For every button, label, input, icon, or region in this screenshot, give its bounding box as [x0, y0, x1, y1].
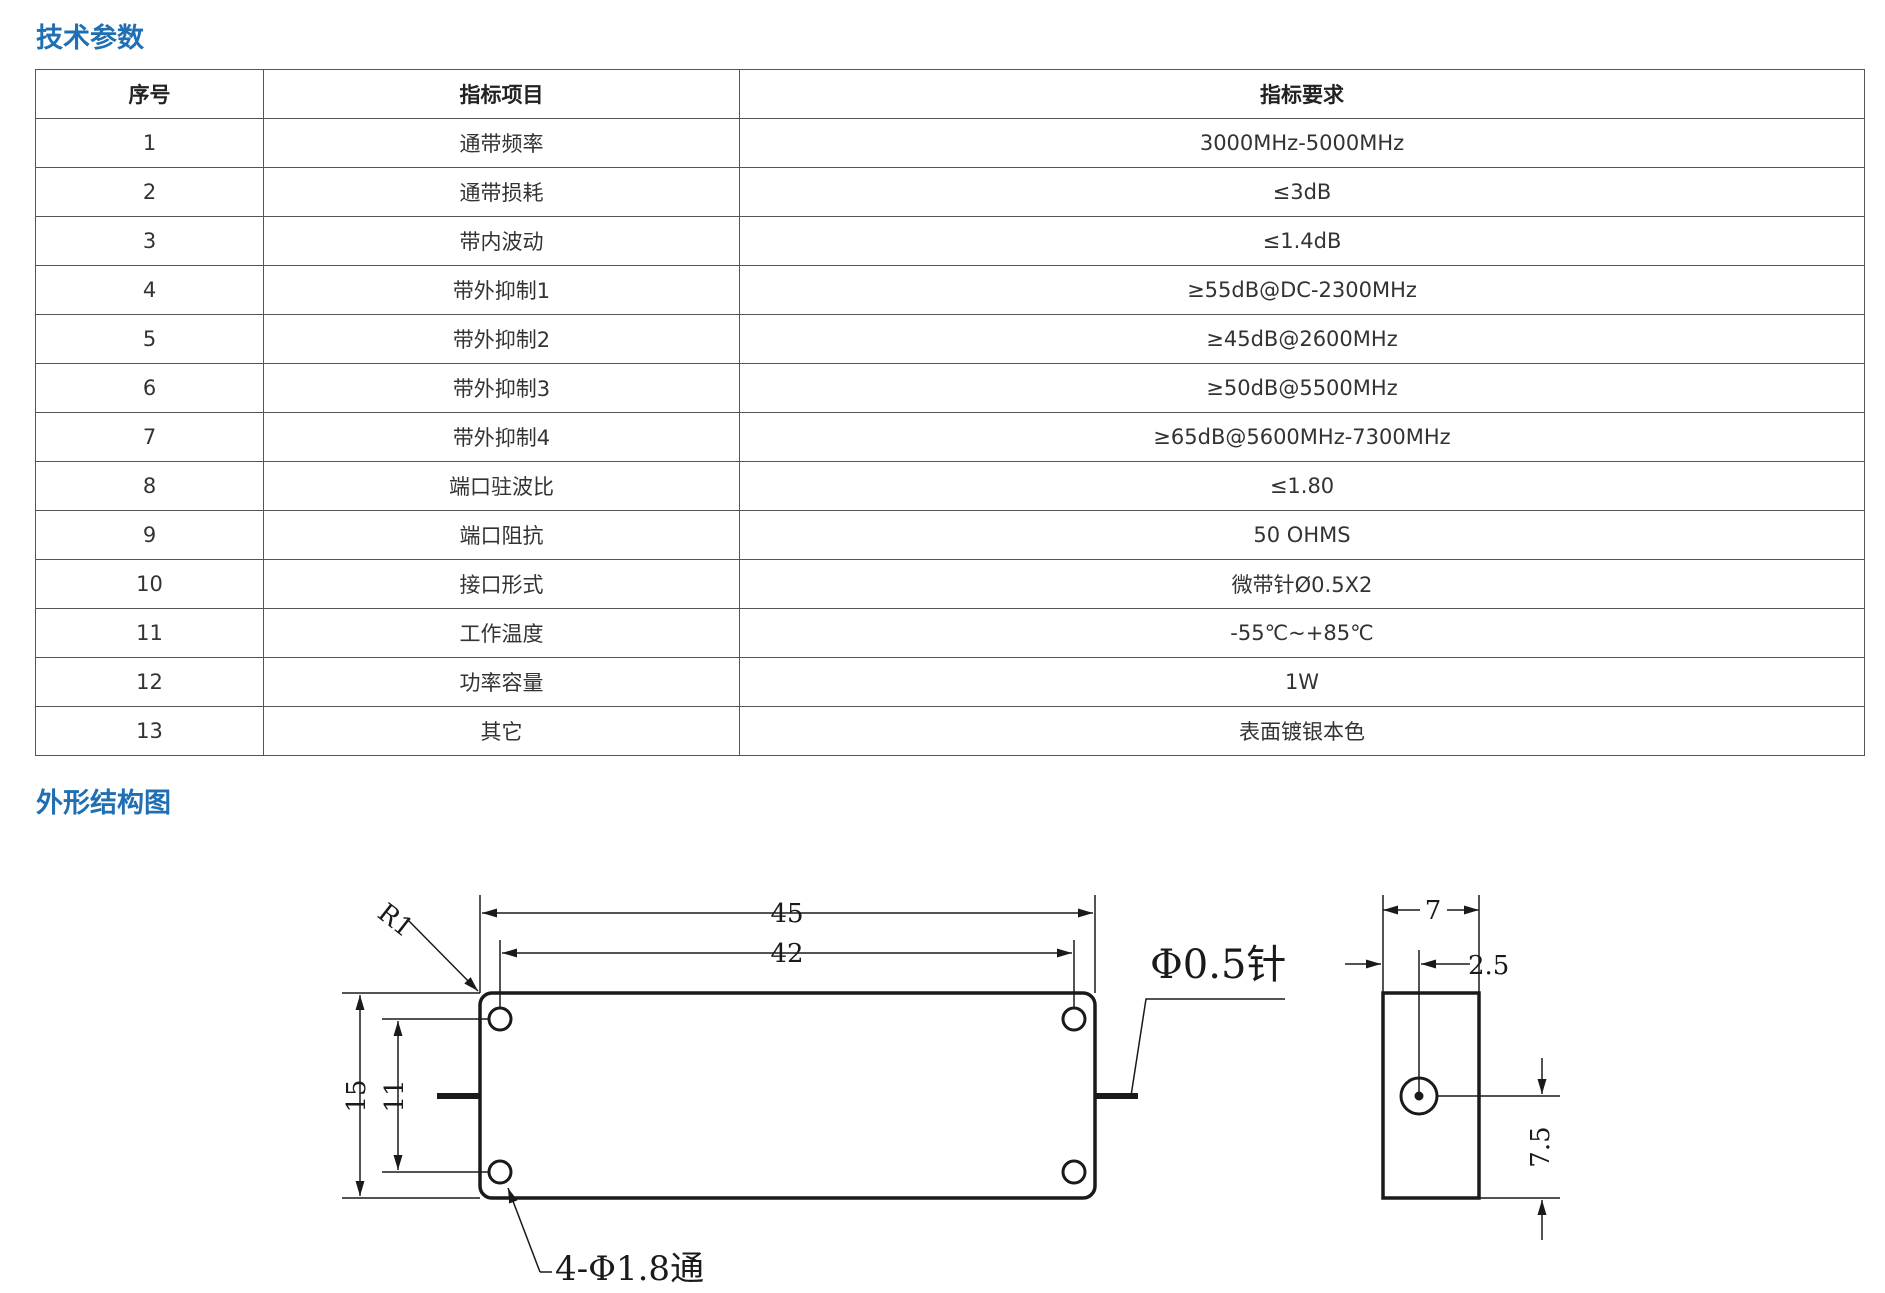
cell-index: 10 [35, 559, 264, 609]
pin-leader [1130, 998, 1285, 1097]
cell-item: 带外抑制4 [263, 412, 740, 462]
filter-body [478, 991, 1097, 1200]
cell-index: 12 [35, 657, 264, 707]
cell-item: 功率容量 [263, 657, 740, 707]
mounting-hole [487, 1159, 513, 1185]
cell-item: 带外抑制3 [263, 363, 740, 413]
cell-index: 8 [35, 461, 264, 511]
cell-requirement: 微带针Ø0.5X2 [739, 559, 1865, 609]
cell-requirement: ≤1.80 [739, 461, 1865, 511]
cell-requirement: ≥45dB@2600MHz [739, 314, 1865, 364]
cell-index: 4 [35, 265, 264, 315]
label-r1: R1 [372, 898, 419, 944]
section-title-drawing: 外形结构图 [36, 788, 171, 819]
mounting-hole [1061, 1159, 1087, 1185]
cell-item: 通带损耗 [263, 167, 740, 217]
cell-requirement: -55℃~+85℃ [739, 608, 1865, 658]
header-requirement: 指标要求 [739, 69, 1865, 119]
cell-index: 5 [35, 314, 264, 364]
label-pin-note: Φ0.5针 [1150, 942, 1286, 988]
cell-requirement: ≤1.4dB [739, 216, 1865, 266]
header-item: 指标项目 [263, 69, 740, 119]
cell-requirement: ≥65dB@5600MHz-7300MHz [739, 412, 1865, 462]
cell-index: 11 [35, 608, 264, 658]
label-42: 42 [770, 939, 803, 969]
cell-item: 带外抑制1 [263, 265, 740, 315]
cell-item: 通带频率 [263, 118, 740, 168]
cell-item: 接口形式 [263, 559, 740, 609]
mounting-hole [487, 1006, 513, 1032]
header-index: 序号 [35, 69, 264, 119]
cell-index: 7 [35, 412, 264, 462]
section-title-specs: 技术参数 [36, 23, 144, 54]
cell-item: 带外抑制2 [263, 314, 740, 364]
cell-item: 其它 [263, 706, 740, 756]
label-11: 11 [380, 1079, 410, 1112]
label-15: 15 [342, 1079, 372, 1112]
cell-requirement: ≤3dB [739, 167, 1865, 217]
label-2.5: 2.5 [1468, 951, 1509, 981]
cell-index: 1 [35, 118, 264, 168]
radius-leader [407, 919, 479, 992]
label-7: 7 [1425, 896, 1442, 926]
cell-item: 端口阻抗 [263, 510, 740, 560]
cell-item: 带内波动 [263, 216, 740, 266]
cell-requirement: 1W [739, 657, 1865, 707]
cell-index: 2 [35, 167, 264, 217]
cell-index: 13 [35, 706, 264, 756]
mounting-hole [1061, 1006, 1087, 1032]
cell-requirement: 3000MHz-5000MHz [739, 118, 1865, 168]
cell-requirement: ≥55dB@DC-2300MHz [739, 265, 1865, 315]
cell-index: 6 [35, 363, 264, 413]
cell-index: 9 [35, 510, 264, 560]
cell-requirement: 表面镀银本色 [739, 706, 1865, 756]
holes-leader [507, 1187, 541, 1273]
label-holes-note: 4-Φ1.8通 [555, 1249, 704, 1289]
cell-item: 工作温度 [263, 608, 740, 658]
cell-requirement: ≥50dB@5500MHz [739, 363, 1865, 413]
cell-item: 端口驻波比 [263, 461, 740, 511]
table-header-row: 序号 指标项目 指标要求 [35, 69, 1865, 119]
label-45: 45 [770, 899, 803, 929]
cell-requirement: 50 OHMS [739, 510, 1865, 560]
outline-drawing: 45 42 R1 Φ0.5针 15 11 4-Φ1.8通 7 2.5 7.5 [342, 895, 1560, 1289]
cell-index: 3 [35, 216, 264, 266]
label-7.5: 7.5 [1526, 1126, 1556, 1167]
